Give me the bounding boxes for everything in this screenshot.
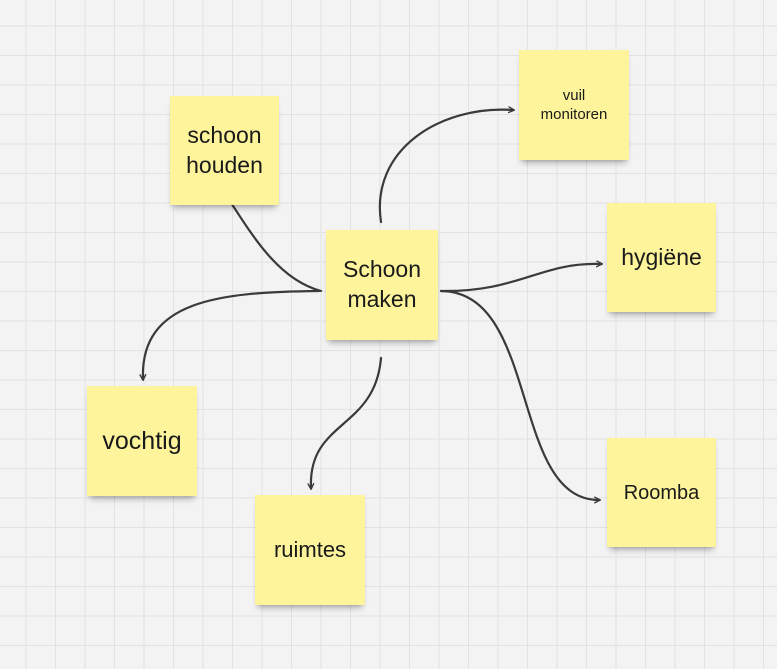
sticky-note-label: hygiëne [621, 243, 702, 270]
sticky-note-schoon-houden[interactable]: schoon houden [170, 96, 279, 205]
sticky-note-hygiene[interactable]: hygiëne [607, 203, 716, 312]
sticky-note-label: vuil monitoren [540, 86, 608, 124]
connector-to-schoon-houden[interactable] [226, 196, 323, 293]
sticky-note-center[interactable]: Schoon maken [326, 230, 438, 340]
sticky-note-label: schoon houden [186, 121, 263, 178]
connector-to-hygiene[interactable] [439, 260, 604, 293]
connector-to-vuil-monitoren[interactable] [378, 106, 516, 224]
connector-to-vochtig[interactable] [139, 289, 321, 382]
sticky-note-vuil-monitoren[interactable]: vuil monitoren [519, 50, 629, 160]
sticky-note-roomba[interactable]: Roomba [607, 438, 716, 547]
sticky-note-label: Roomba [623, 481, 700, 504]
sticky-note-ruimtes[interactable]: ruimtes [255, 495, 365, 605]
sticky-note-vochtig[interactable]: vochtig [87, 386, 197, 496]
sticky-note-label: ruimtes [273, 536, 347, 562]
sticky-note-label: Schoon maken [342, 256, 421, 312]
connector-to-roomba[interactable] [439, 289, 602, 504]
connector-to-ruimtes[interactable] [307, 356, 383, 491]
sticky-note-label: vochtig [102, 426, 182, 455]
